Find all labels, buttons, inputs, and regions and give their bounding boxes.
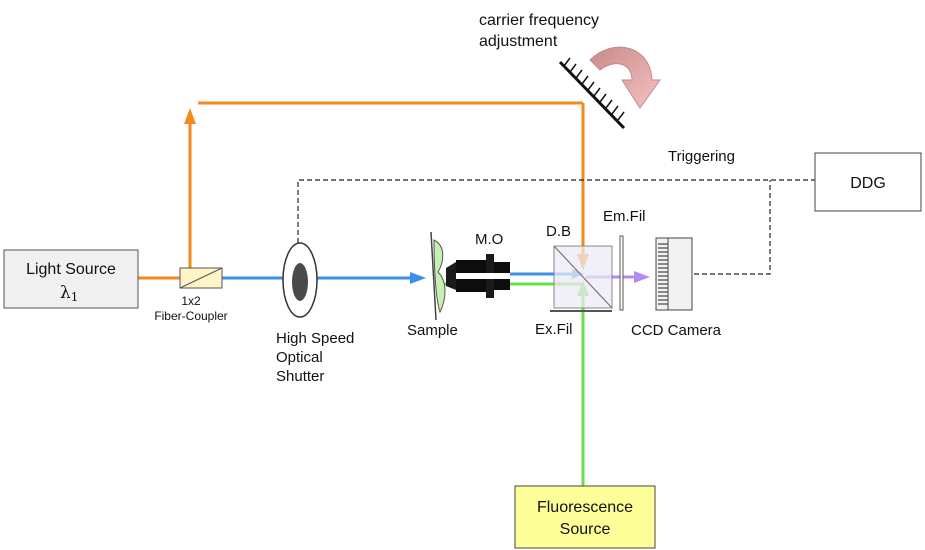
coupler-label-line1: 1x2 [181,294,201,308]
trigger-line-shutter [297,179,815,243]
carrier-label-line1: carrier frequency [479,12,599,29]
ddg-label: DDG [850,175,886,192]
coupler-label-line2: Fiber-Coupler [154,309,227,323]
emission-filter [619,235,624,311]
sample [430,231,446,321]
mo-label: M.O [475,231,503,248]
sample-label: Sample [407,322,458,339]
dichroic-beamsplitter [553,245,613,309]
carrier-label-line2: adjustment [479,33,558,50]
db-label: D.B [546,223,571,240]
ccd-label: CCD Camera [631,322,722,339]
fluorescence-source-box: Fluorescence Source [514,485,656,549]
shutter-label-line1: High Speed [276,330,354,347]
shutter-label-line3: Shutter [276,368,324,385]
em-fil-label: Em.Fil [603,208,646,225]
triggering-label: Triggering [668,148,735,165]
beam-orange-up-arrowhead [184,108,196,124]
adjustable-mirror [558,57,626,130]
rotation-arrow-icon [589,46,661,109]
microscope-objective [446,254,510,298]
fluorescence-label-line1: Fluorescence [537,499,633,516]
optical-shutter [282,242,318,318]
shutter-label-line2: Optical [276,349,323,366]
light-source-box: Light Source λ1 [3,249,139,309]
beam-violet-arrowhead [634,271,650,283]
fluorescence-label-line2: Source [560,521,611,538]
light-source-wavelength: λ1 [60,283,78,304]
beam-blue-main-arrowhead [410,272,426,284]
fiber-coupler [179,267,223,289]
light-source-label: Light Source [26,261,116,278]
ddg-box: DDG [814,152,922,212]
ex-fil-label: Ex.Fil [535,321,573,338]
ccd-camera [655,237,693,311]
trigger-line-camera [694,180,771,275]
